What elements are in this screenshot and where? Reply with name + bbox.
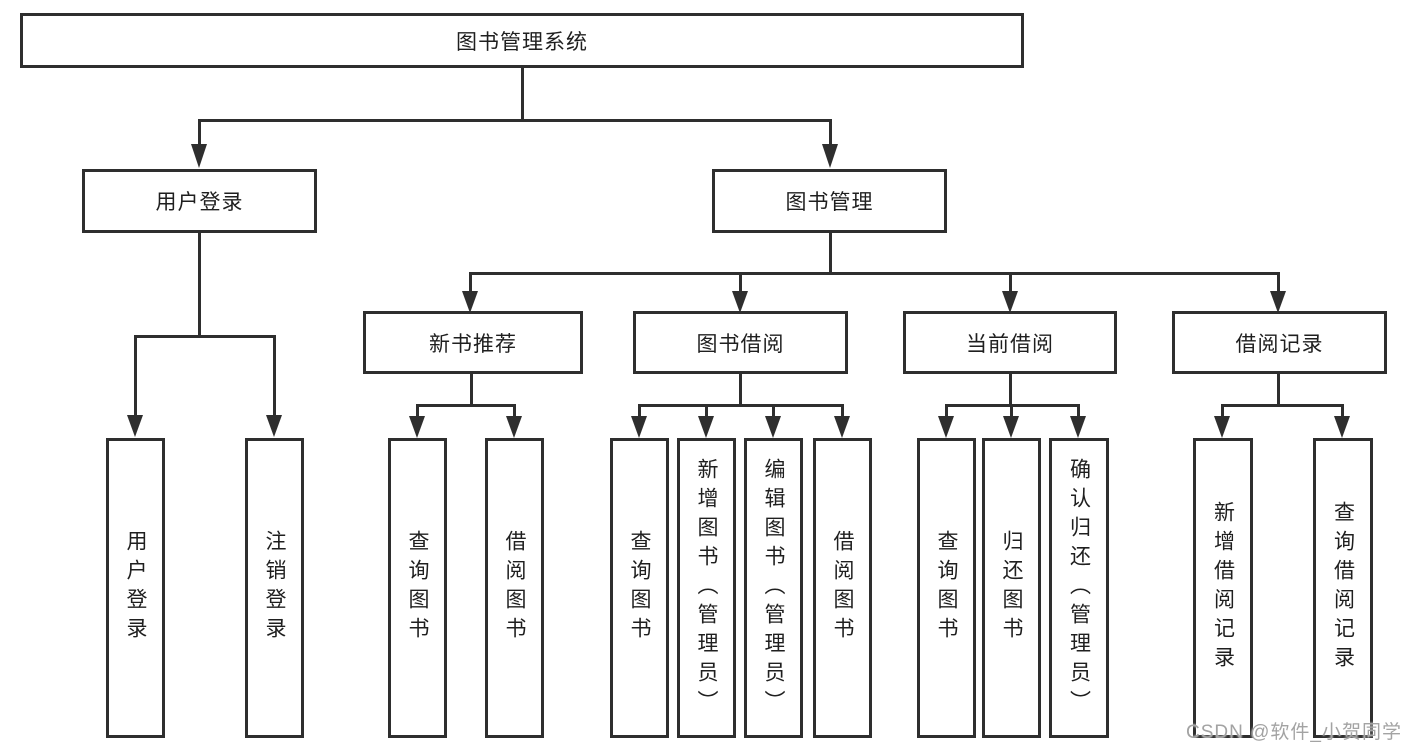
connector-g3-leaf1-stem: [638, 404, 641, 418]
connector-g4-leaf1-stem: [945, 404, 948, 418]
connector-user-login-stem: [198, 119, 201, 148]
arrowhead-leaf-logout: [266, 415, 282, 437]
leaf-logout-label: 注销登录: [263, 530, 286, 646]
connector-records-stem: [1277, 272, 1280, 293]
node-borrow-records: 借阅记录: [1172, 311, 1387, 374]
arrowhead-g5-leaf1: [1214, 416, 1230, 438]
connector-current-stem: [1009, 272, 1012, 293]
connector-g2-stem: [470, 372, 473, 407]
arrowhead-current: [1002, 291, 1018, 313]
connector-g3-leaf4-stem: [841, 404, 844, 418]
leaf-return-books-label: 归还图书: [1000, 530, 1023, 646]
node-new-book-recommend-label: 新书推荐: [429, 332, 517, 356]
arrowhead-g2-leaf1: [409, 416, 425, 438]
arrowhead-g4-leaf3: [1070, 416, 1086, 438]
connector-g3-leaf3-stem: [772, 404, 775, 418]
connector-g5-stem: [1277, 372, 1280, 407]
connector-g5-leaf2-stem: [1341, 404, 1344, 418]
connector-g5-hline: [1221, 404, 1344, 407]
connector-g2-hline: [416, 404, 516, 407]
node-book-management: 图书管理: [712, 169, 947, 233]
leaf-borrow-books-borrow: 借阅图书: [813, 438, 872, 738]
node-root: 图书管理系统: [20, 13, 1024, 68]
connector-login-group-stem: [198, 231, 201, 337]
leaf-query-books-recommend: 查询图书: [388, 438, 447, 738]
arrowhead-leaf-login: [127, 415, 143, 437]
leaf-query-books-borrow-label: 查询图书: [628, 530, 651, 646]
leaf-confirm-return-admin-label: 确认归还（管理员）: [1067, 457, 1091, 719]
leaf-query-books-recommend-label: 查询图书: [406, 530, 429, 646]
connector-root-stem: [521, 66, 524, 122]
leaf-add-borrow-record: 新增借阅记录: [1193, 438, 1253, 738]
leaf-borrow-books-borrow-label: 借阅图书: [831, 530, 854, 646]
node-borrow-records-label: 借阅记录: [1235, 332, 1324, 356]
arrowhead-records: [1270, 291, 1286, 313]
connector-book-mgmt-stem: [829, 119, 832, 148]
leaf-borrow-books-recommend-label: 借阅图书: [503, 530, 526, 646]
leaf-confirm-return-admin: 确认归还（管理员）: [1049, 438, 1109, 738]
connector-g3-hline: [638, 404, 844, 407]
watermark: CSDN @软件_小贺同学: [1186, 722, 1402, 743]
node-new-book-recommend: 新书推荐: [363, 311, 583, 374]
arrowhead-g3-leaf4: [834, 416, 850, 438]
connector-level3-hline: [469, 272, 1280, 275]
connector-g2-leaf1-stem: [416, 404, 419, 418]
node-root-label: 图书管理系统: [456, 30, 588, 54]
node-user-login-label: 用户登录: [155, 191, 244, 214]
arrowhead-g3-leaf1: [631, 416, 647, 438]
leaf-logout: 注销登录: [245, 438, 304, 738]
connector-leaf-login-stem: [134, 335, 137, 417]
node-book-borrow-label: 图书借阅: [696, 332, 785, 356]
node-book-management-label: 图书管理: [785, 191, 874, 214]
node-user-login: 用户登录: [82, 169, 317, 233]
connector-recommend-stem: [469, 272, 472, 293]
connector-g3-stem: [739, 372, 742, 407]
leaf-user-login-label: 用户登录: [124, 530, 147, 646]
leaf-add-books-admin: 新增图书（管理员）: [677, 438, 736, 738]
node-current-borrow-label: 当前借阅: [966, 332, 1054, 356]
leaf-edit-books-admin-label: 编辑图书（管理员）: [762, 457, 785, 719]
leaf-borrow-books-recommend: 借阅图书: [485, 438, 544, 738]
arrowhead-g2-leaf2: [506, 416, 522, 438]
connector-g4-stem: [1009, 372, 1012, 407]
node-current-borrow: 当前借阅: [903, 311, 1117, 374]
arrowhead-recommend: [462, 291, 478, 313]
connector-g3-leaf2-stem: [705, 404, 708, 418]
leaf-query-books-current-label: 查询图书: [935, 530, 958, 646]
connector-borrow-stem: [739, 272, 742, 293]
connector-level3-stem: [829, 231, 832, 274]
arrowhead-g4-leaf1: [938, 416, 954, 438]
arrowhead-user-login: [191, 144, 207, 168]
arrowhead-book-mgmt: [822, 144, 838, 168]
leaf-add-books-admin-label: 新增图书（管理员）: [695, 457, 718, 719]
leaf-add-borrow-record-label: 新增借阅记录: [1211, 501, 1235, 675]
connector-login-group-hline: [134, 335, 276, 338]
arrowhead-g5-leaf2: [1334, 416, 1350, 438]
leaf-query-borrow-record: 查询借阅记录: [1313, 438, 1373, 738]
leaf-edit-books-admin: 编辑图书（管理员）: [744, 438, 803, 738]
connector-g2-leaf2-stem: [513, 404, 516, 418]
connector-g5-leaf1-stem: [1221, 404, 1224, 418]
connector-g4-leaf2-stem: [1010, 404, 1013, 418]
connector-g4-leaf3-stem: [1077, 404, 1080, 418]
leaf-query-borrow-record-label: 查询借阅记录: [1331, 501, 1355, 675]
leaf-return-books: 归还图书: [982, 438, 1041, 738]
leaf-user-login: 用户登录: [106, 438, 165, 738]
leaf-query-books-borrow: 查询图书: [610, 438, 669, 738]
arrowhead-g4-leaf2: [1003, 416, 1019, 438]
connector-level2-hline: [198, 119, 832, 122]
node-book-borrow: 图书借阅: [633, 311, 848, 374]
connector-leaf-logout-stem: [273, 335, 276, 417]
arrowhead-borrow: [732, 291, 748, 313]
arrowhead-g3-leaf3: [765, 416, 781, 438]
leaf-query-books-current: 查询图书: [917, 438, 976, 738]
arrowhead-g3-leaf2: [698, 416, 714, 438]
